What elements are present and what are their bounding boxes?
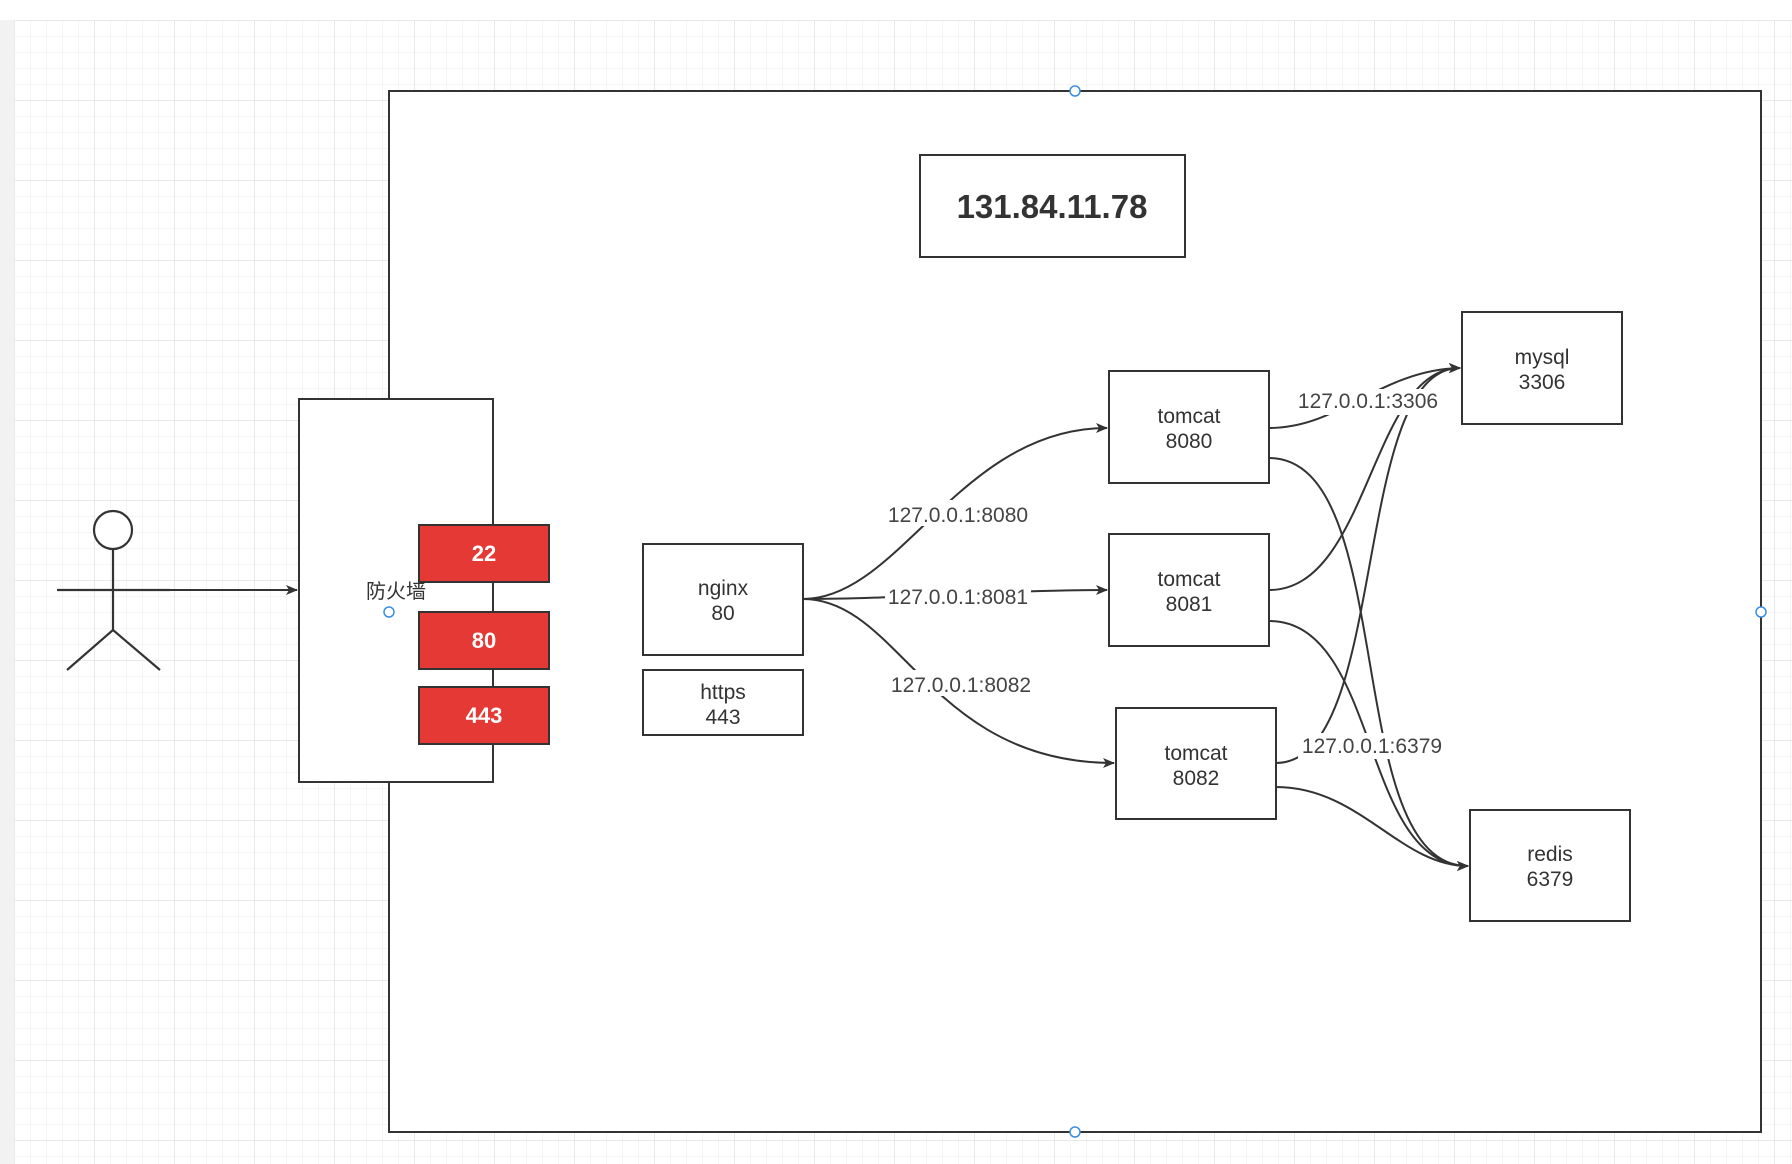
edge-label-redis-text: 127.0.0.1:6379: [1302, 735, 1442, 758]
edge-label-8082: 127.0.0.1:8082: [888, 670, 1034, 697]
redis-port: 6379: [1527, 868, 1574, 891]
firewall-port-80[interactable]: 80: [418, 611, 550, 670]
selection-handle-right[interactable]: [1755, 606, 1767, 618]
tomcat-8082-name: tomcat: [1164, 742, 1227, 765]
tomcat-8082-port: 8082: [1173, 767, 1220, 790]
mysql-name: mysql: [1515, 346, 1570, 369]
tomcat-8081-name: tomcat: [1157, 568, 1220, 591]
tomcat-8081-box[interactable]: tomcat 8081: [1108, 533, 1270, 647]
nginx-box[interactable]: nginx 80: [642, 543, 804, 656]
edge-label-8080: 127.0.0.1:8080: [885, 500, 1031, 527]
redis-name: redis: [1527, 843, 1573, 866]
https-name: https: [700, 681, 746, 704]
mysql-box[interactable]: mysql 3306: [1461, 311, 1623, 425]
edge-label-8080-text: 127.0.0.1:8080: [888, 504, 1028, 527]
canvas-top-margin: [0, 0, 1792, 20]
nginx-port: 80: [711, 602, 734, 625]
edge-tomcat-8080-redis[interactable]: [1268, 457, 1469, 871]
edge-label-mysql: 127.0.0.1:3306: [1294, 389, 1442, 415]
https-box[interactable]: https 443: [642, 669, 804, 736]
tomcat-8082-box[interactable]: tomcat 8082: [1115, 707, 1277, 820]
server-ip-label: 131.84.11.78: [957, 188, 1148, 225]
firewall-port-22[interactable]: 22: [418, 524, 550, 583]
port-80-label: 80: [472, 628, 496, 653]
firewall-connection-point[interactable]: [383, 606, 395, 618]
edge-label-8081: 127.0.0.1:8081: [885, 584, 1031, 610]
tomcat-8081-port: 8081: [1166, 593, 1213, 616]
https-port: 443: [705, 706, 740, 729]
edge-label-8082-text: 127.0.0.1:8082: [891, 674, 1031, 697]
server-container[interactable]: [388, 90, 1762, 1133]
firewall-label: 防火墙: [366, 580, 426, 603]
edge-label-redis: 127.0.0.1:6379: [1298, 733, 1446, 759]
tomcat-8080-box[interactable]: tomcat 8080: [1108, 370, 1270, 484]
edge-tomcat-8082-redis[interactable]: [1275, 786, 1469, 871]
nginx-name: nginx: [698, 577, 749, 600]
tomcat-8080-port: 8080: [1166, 430, 1213, 453]
server-ip-box[interactable]: 131.84.11.78: [919, 154, 1186, 258]
selection-handle-top[interactable]: [1069, 85, 1081, 97]
user-actor[interactable]: [57, 509, 170, 671]
port-443-label: 443: [466, 703, 503, 728]
port-22-label: 22: [472, 541, 496, 566]
edge-tomcat-8081-mysql[interactable]: [1268, 363, 1461, 591]
redis-box[interactable]: redis 6379: [1469, 809, 1631, 922]
selection-handle-bottom[interactable]: [1069, 1126, 1081, 1138]
firewall-port-443[interactable]: 443: [418, 686, 550, 745]
mysql-port: 3306: [1519, 371, 1566, 394]
edge-label-8081-text: 127.0.0.1:8081: [888, 586, 1028, 609]
tomcat-8080-name: tomcat: [1157, 405, 1220, 428]
edge-label-mysql-text: 127.0.0.1:3306: [1298, 390, 1438, 413]
